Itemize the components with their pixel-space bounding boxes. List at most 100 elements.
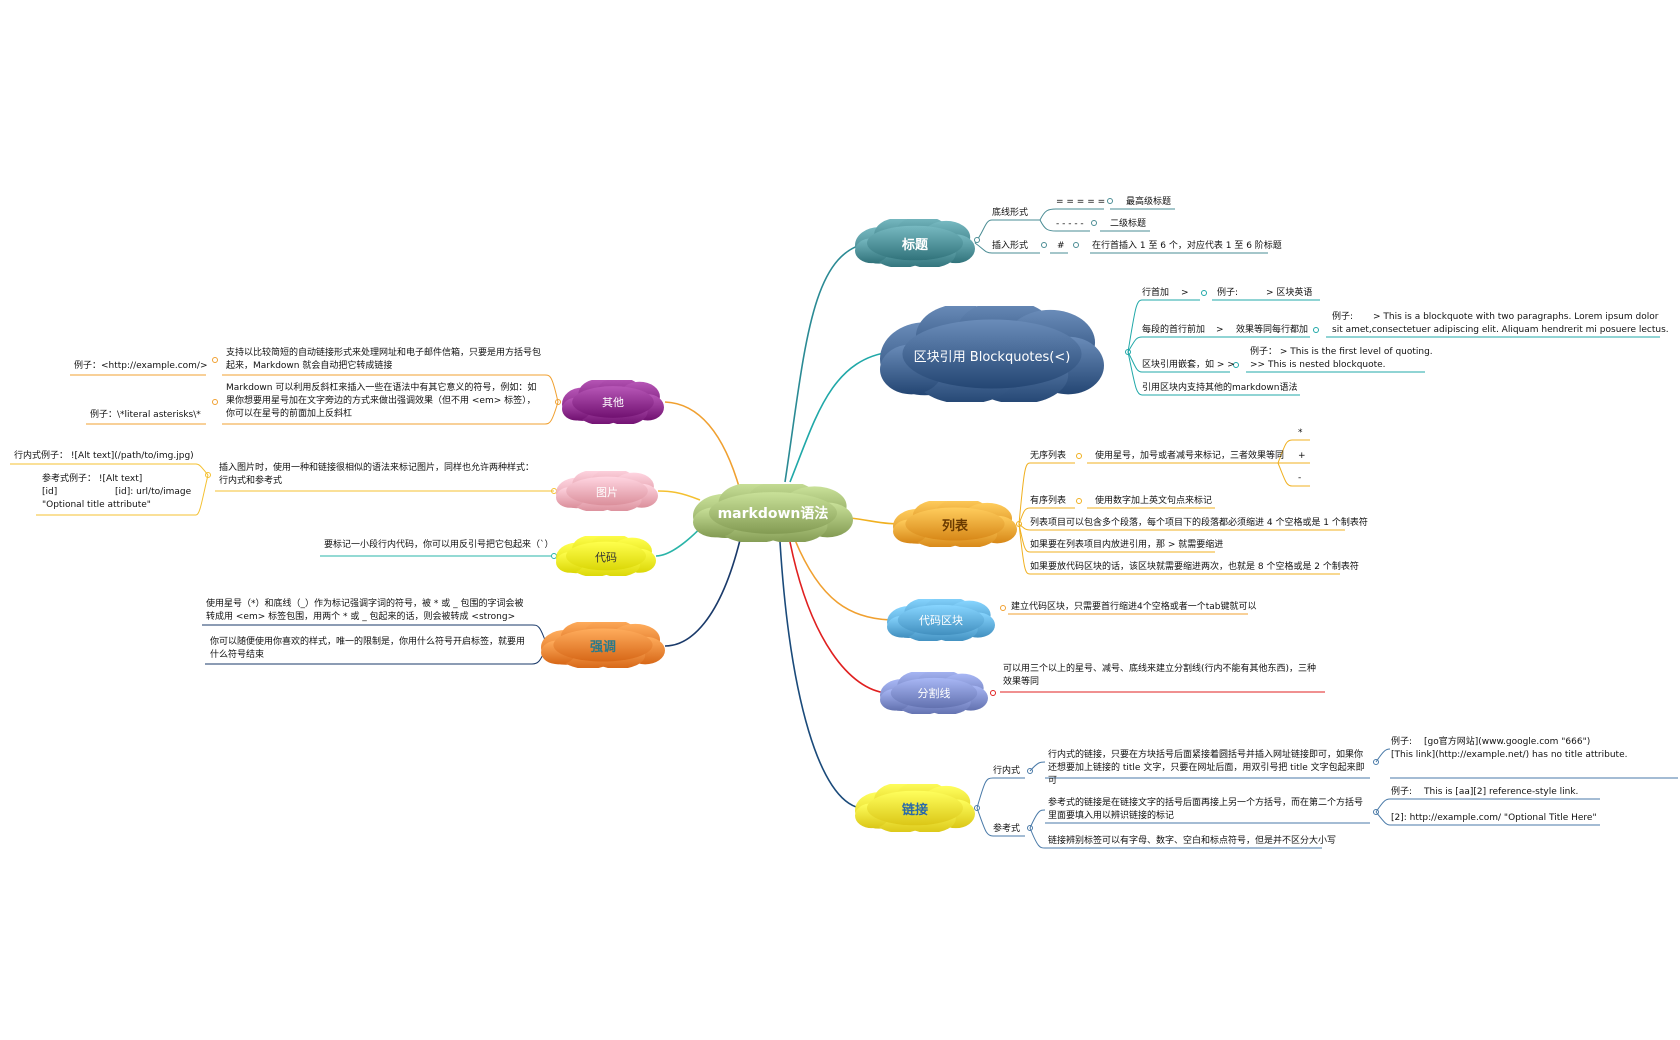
quote-other-syntax: 引用区块内支持其他的markdown语法 xyxy=(1142,383,1298,393)
code-desc: 要标记一小段行内代码，你可以用反引号把它包起来（`） xyxy=(324,540,554,550)
list-unordered: 无序列表 xyxy=(1030,451,1067,461)
collapse-dot xyxy=(1313,327,1319,333)
quote-line-example: > 区块英语 xyxy=(1266,288,1313,298)
link-inline: 行内式 xyxy=(993,766,1021,776)
branch-connector-emphasis xyxy=(664,539,741,647)
list-note-3: 如果要放代码区块的话，该区块就需要缩进两次，也就是 8 个空格或是 2 个制表符 xyxy=(1030,562,1359,572)
link-ref-example-2: [2]: http://example.com/ "Optional Title… xyxy=(1391,813,1597,823)
image-inline-example: 行内式例子： ![Alt text](/path/to/img.jpg) xyxy=(14,451,194,461)
connector xyxy=(1039,219,1057,232)
emphasis-node-label: 强调 xyxy=(589,640,616,655)
connector xyxy=(1127,351,1143,373)
list-note-2: 如果要在列表项目内放进引用，那 > 就需要缩进 xyxy=(1030,540,1224,550)
branch-connector-hr xyxy=(789,541,888,694)
image-node-label: 图片 xyxy=(596,486,618,499)
image-node[interactable]: 图片 xyxy=(556,471,658,511)
image-desc: 插入图片时，使用一种和链接很相似的语法来标记图片，同样也允许两种样式：行内式和参… xyxy=(219,463,535,486)
list-marker-star: * xyxy=(1298,428,1303,438)
hr-node-label: 分割线 xyxy=(917,687,951,700)
connector xyxy=(1029,827,1046,849)
link-node[interactable]: 链接 xyxy=(855,784,975,832)
hr-node[interactable]: 分割线 xyxy=(880,672,988,714)
hr-desc: 可以用三个以上的星号、减号、底线来建立分割线(行内不能有其他东西)，三种效果等同 xyxy=(1003,664,1317,687)
setext-h1-mark: = = = = = xyxy=(1056,197,1106,207)
branch-connector-title xyxy=(784,242,871,483)
collapse-dot xyxy=(990,690,996,696)
connector xyxy=(974,242,993,254)
connector xyxy=(1018,523,1031,553)
branch-connector-link xyxy=(779,541,861,809)
collapse-dot xyxy=(1000,605,1006,611)
connector xyxy=(195,463,209,476)
link-inline-example-1: [go官方网站](www.google.com "666") xyxy=(1424,737,1591,747)
quote-nested: 区块引用嵌套，如 > > xyxy=(1142,360,1235,370)
center-node[interactable]: markdown语法 xyxy=(693,484,853,542)
list-ordered: 有序列表 xyxy=(1030,496,1067,506)
collapse-dot xyxy=(974,237,980,243)
connector xyxy=(1029,809,1046,829)
connector xyxy=(195,474,209,516)
quote-line-mark: > xyxy=(1181,288,1189,298)
cloud-shape xyxy=(887,599,995,641)
connector xyxy=(544,374,559,403)
link-ref-example-label: 例子: xyxy=(1391,787,1413,797)
link-ref-example-1: This is [aa][2] reference-style link. xyxy=(1424,787,1579,797)
cloud-shape xyxy=(562,380,664,424)
list-node[interactable]: 列表 xyxy=(893,501,1017,547)
list-unordered-desc: 使用星号，加号或者减号来标记，三者效果等同 xyxy=(1095,451,1285,461)
quote-para-example-1: > This is a blockquote with two paragrap… xyxy=(1373,312,1659,322)
quote-line-start: 行首加 xyxy=(1142,288,1170,298)
other-escape-example: 例子：\*literal asterisks\* xyxy=(90,410,201,420)
connector xyxy=(1277,439,1293,464)
connector xyxy=(1018,507,1031,525)
connector xyxy=(1127,299,1143,353)
quote-line-example-label: 例子: xyxy=(1217,288,1239,298)
branch-connector-codeblock xyxy=(794,539,896,621)
collapse-dot xyxy=(1073,242,1079,248)
atx-mark: # xyxy=(1057,241,1065,251)
link-reference: 参考式 xyxy=(993,824,1021,834)
cloud-shape xyxy=(893,501,1017,547)
blockquote-node[interactable]: 区块引用 Blockquotes(<) xyxy=(880,306,1104,402)
other-escape: Markdown 可以利用反斜杠来插入一些在语法中有其它意义的符号，例如：如果你… xyxy=(226,383,537,419)
connector xyxy=(1375,748,1391,763)
image-ref-example-2: [id] xyxy=(42,487,58,497)
title-node[interactable]: 标题 xyxy=(855,219,975,267)
collapse-dot xyxy=(1091,220,1097,226)
center-node-label: markdown语法 xyxy=(717,506,829,522)
branch-connector-other xyxy=(664,401,741,491)
link-inline-example-2: [This link](http://example.net/) has no … xyxy=(1391,750,1628,760)
cloud-shape xyxy=(855,219,975,267)
atx-desc: 在行首插入 1 至 6 个，对应代表 1 至 6 阶标题 xyxy=(1092,241,1282,251)
image-ref-example-1: 参考式例子： ![Alt text] xyxy=(42,474,143,484)
code-node[interactable]: 代码 xyxy=(556,536,656,576)
connector xyxy=(1039,208,1057,221)
emphasis-node[interactable]: 强调 xyxy=(541,622,665,668)
connector xyxy=(1029,761,1046,772)
collapse-dot xyxy=(212,399,218,405)
connector xyxy=(1018,523,1031,575)
branch-connector-quote xyxy=(789,351,891,483)
other-node[interactable]: 其他 xyxy=(562,380,664,424)
list-node-label: 列表 xyxy=(941,519,968,534)
blockquote-node-label: 区块引用 Blockquotes(<) xyxy=(913,350,1071,365)
setext-h2-desc: 二级标题 xyxy=(1110,219,1147,229)
collapse-dot xyxy=(1233,362,1239,368)
connector xyxy=(1127,336,1143,353)
cloud-shape xyxy=(880,672,988,714)
other-autolink: 支持以比较简短的自动链接形式来处理网址和电子邮件信箱，只要是用方括号包起来，Ma… xyxy=(226,348,542,371)
connector xyxy=(976,807,994,837)
link-reference-note: 链接辨别标签可以有字母、数字、空白和标点符号，但是并不区分大小写 xyxy=(1048,836,1337,846)
other-autolink-example: 例子：<http://example.com/> xyxy=(74,361,208,371)
quote-para-example-2: sit amet,consectetuer adipiscing elit. A… xyxy=(1332,325,1669,335)
list-ordered-desc: 使用数字加上英文句点来标记 xyxy=(1095,496,1213,506)
emphasis-desc-2: 你可以随便使用你喜欢的样式，唯一的限制是，你用什么符号开启标签，就要用什么符号结… xyxy=(210,637,526,660)
other-node-label: 其他 xyxy=(602,396,624,409)
connector xyxy=(1375,798,1391,813)
codeblock-node[interactable]: 代码区块 xyxy=(887,599,995,641)
cloud-shape xyxy=(880,306,1104,402)
cloud-shape xyxy=(556,471,658,511)
quote-each-para: 每段的首行前加 xyxy=(1142,325,1206,335)
quote-nested-example-1: 例子： > This is the first level of quoting… xyxy=(1250,347,1433,357)
